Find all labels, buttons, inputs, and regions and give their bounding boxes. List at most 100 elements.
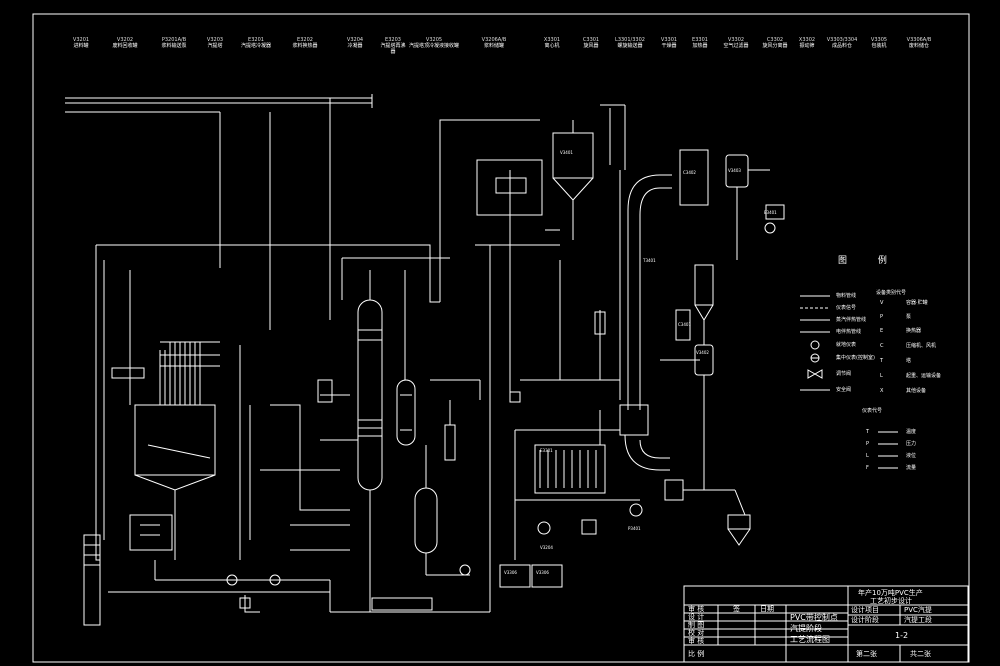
- code-letter: E: [880, 328, 884, 334]
- tag-p3401: P3401: [628, 526, 641, 531]
- drawing-title-2: 汽提阶段: [790, 624, 822, 633]
- code-meaning: 塔: [906, 358, 912, 364]
- design-project-value: PVC汽提: [904, 606, 932, 614]
- tag-v3401: V3401: [560, 150, 573, 155]
- title-block: [683, 585, 969, 663]
- code-meaning: 流量: [906, 465, 917, 471]
- role-label: 校 对: [688, 629, 705, 637]
- code-letter: P: [866, 441, 870, 447]
- legend-line-item: 调节阀: [836, 371, 852, 377]
- drawing-frame: [32, 13, 970, 663]
- code-letter: P: [880, 314, 884, 320]
- flash-dryer-t3401: [627, 174, 672, 410]
- code-letter: X: [880, 388, 884, 394]
- code-letter: V: [880, 300, 884, 306]
- cyclone-c3401: [694, 264, 714, 306]
- legend-line-item: 仪表信号: [836, 305, 857, 311]
- role-label: 制 图: [688, 621, 705, 629]
- condenser-e3201: [396, 379, 416, 446]
- tag-v3402: V3402: [696, 350, 709, 355]
- code-meaning: 液位: [906, 453, 917, 459]
- product-silo-v3303: [727, 514, 751, 530]
- code-meaning: 其他设备: [906, 388, 927, 394]
- tag-e3401: E3401: [764, 210, 777, 215]
- tag-c3402: C3402: [683, 170, 696, 175]
- project-line-1: 年产10万吨PVC生产: [858, 589, 923, 597]
- instrument-codes-title: 仪表代号: [862, 408, 883, 414]
- legend-line-item: 安全阀: [836, 387, 852, 393]
- code-letter: L: [866, 453, 869, 459]
- stripping-column-v3203: [357, 299, 383, 491]
- legend-line-item: 蒸汽伴热管线: [836, 317, 867, 323]
- code-letter: L: [880, 373, 883, 379]
- code-letter: T: [880, 358, 884, 364]
- code-meaning: 压力: [906, 441, 917, 447]
- code-meaning: 泵: [906, 314, 912, 320]
- tag-v3204: V3204: [540, 545, 553, 550]
- cyclone-c3402: [679, 149, 709, 206]
- sign-header: 签: [733, 605, 740, 613]
- tag-t3401: T3401: [643, 258, 656, 263]
- tag-v3306a: V3306: [504, 570, 517, 575]
- design-stage-label: 设计阶段: [851, 616, 879, 624]
- waste-silo-v3306a: [499, 564, 531, 588]
- legend-line-item: 物料管线: [836, 293, 857, 299]
- design-project-label: 设计项目: [851, 606, 879, 614]
- dryer-v3401: [552, 132, 594, 179]
- role-label: 审 核: [688, 605, 705, 613]
- drawing-title-1: PVC带控制点: [790, 613, 838, 622]
- code-letter: F: [866, 465, 869, 471]
- code-meaning: 起重、运输设备: [906, 373, 942, 379]
- tag-c3401: C3401: [678, 322, 691, 327]
- total-label: 共二张: [910, 650, 931, 658]
- code-meaning: 容器·贮罐: [906, 300, 928, 306]
- design-stage-value: 汽提工段: [904, 616, 932, 624]
- code-meaning: 压缩机、风机: [906, 343, 937, 349]
- code-meaning: 温度: [906, 429, 917, 435]
- code-meaning: 换热器: [906, 328, 922, 334]
- legend-line-item: 电伴热管线: [836, 329, 862, 335]
- legend-title: 图 例: [838, 256, 901, 266]
- role-label: 审 核: [688, 637, 705, 645]
- tank-v3204: [581, 519, 597, 535]
- waste-tank-v3202: [129, 514, 173, 551]
- waste-silo-v3306b: [531, 564, 563, 588]
- pump-p3401: [629, 503, 643, 517]
- equipment-codes-title: 设备类别代号: [876, 290, 907, 296]
- tag-v3403: V3403: [728, 168, 741, 173]
- heater-e3301: [534, 444, 606, 494]
- drawing-title-3: 工艺流程图: [790, 635, 830, 644]
- feed-tank-v3201: [134, 404, 216, 476]
- tag-e3301: E3301: [540, 448, 553, 453]
- legend-line-item: 就地仪表: [836, 342, 857, 348]
- tag-v3306b: V3306: [536, 570, 549, 575]
- scale-label: 比 例: [688, 650, 705, 658]
- code-letter: T: [866, 429, 870, 435]
- sheet-label: 第二张: [856, 650, 877, 658]
- legend-line-item: 集中仪表(控制室): [836, 355, 875, 361]
- legend-symbols: [800, 295, 898, 469]
- receiver-v3205: [414, 487, 438, 554]
- project-line-2: 工艺初步设计: [870, 597, 912, 605]
- role-label: 设 计: [688, 613, 705, 621]
